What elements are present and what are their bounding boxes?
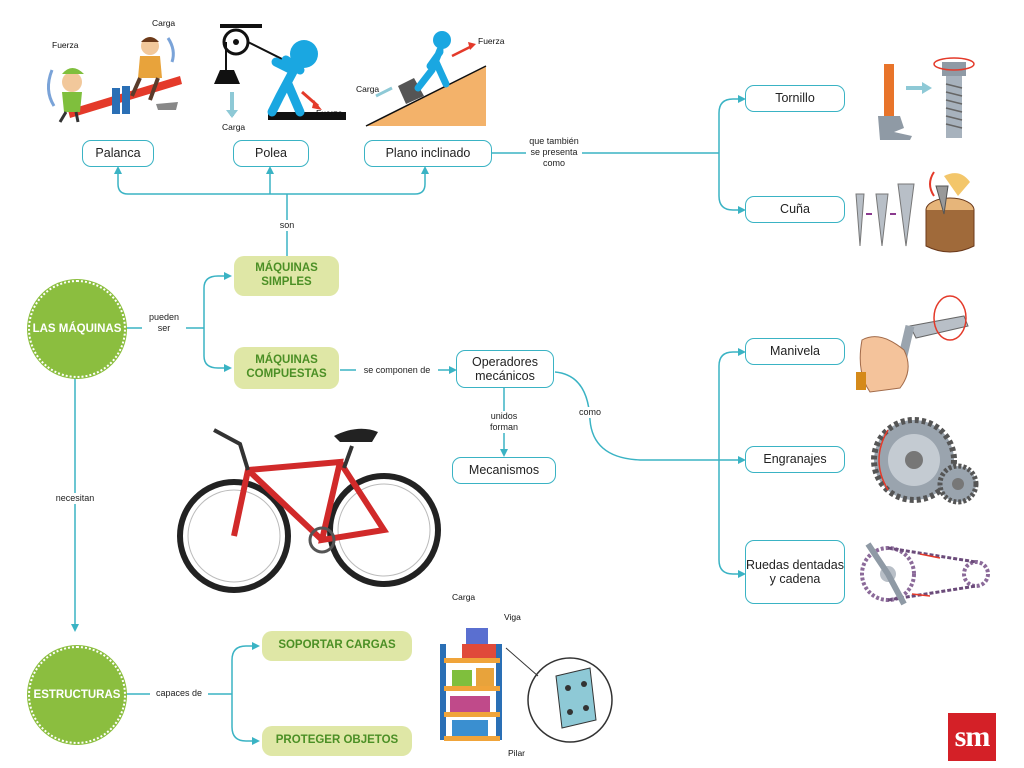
label-carga-shelf: Carga xyxy=(452,592,476,602)
label-carga-pulley: Carga xyxy=(222,122,246,132)
label-fuerza-lever: Fuerza xyxy=(52,40,79,50)
node-mecanismos[interactable]: Mecanismos xyxy=(452,457,556,484)
label-pilar: Pilar xyxy=(508,748,526,758)
node-ruedas-dentadas[interactable]: Ruedas dentadas y cadena xyxy=(745,540,845,604)
link-unidos-forman: unidos forman xyxy=(484,411,524,433)
node-las-maquinas[interactable]: LAS MÁQUINAS xyxy=(28,280,126,378)
node-cuna[interactable]: Cuña xyxy=(745,196,845,223)
node-soportar-cargas[interactable]: SOPORTAR CARGAS xyxy=(262,631,412,661)
link-como: como xyxy=(575,407,605,418)
label-fuerza-plane: Fuerza xyxy=(478,36,505,46)
link-se-componen-de: se componen de xyxy=(356,365,438,376)
node-polea[interactable]: Polea xyxy=(233,140,309,167)
link-que-tambien: que también se presenta como xyxy=(526,136,582,169)
sm-logo: sm xyxy=(948,713,996,761)
link-capaces-de: capaces de xyxy=(150,688,208,699)
node-manivela[interactable]: Manivela xyxy=(745,338,845,365)
label-carga-plane: Carga xyxy=(356,84,380,94)
node-proteger-objetos[interactable]: PROTEGER OBJETOS xyxy=(262,726,412,756)
node-operadores[interactable]: Operadores mecánicos xyxy=(456,350,554,388)
node-palanca[interactable]: Palanca xyxy=(82,140,154,167)
node-estructuras[interactable]: ESTRUCTURAS xyxy=(28,646,126,744)
node-plano-inclinado[interactable]: Plano inclinado xyxy=(364,140,492,167)
node-maquinas-simples[interactable]: MÁQUINAS SIMPLES xyxy=(234,256,339,296)
link-son: son xyxy=(276,220,298,231)
label-viga: Viga xyxy=(504,612,521,622)
label-carga-lever: Carga xyxy=(152,18,176,28)
link-pueden-ser: pueden ser xyxy=(142,312,186,334)
node-maquinas-compuestas[interactable]: MÁQUINAS COMPUESTAS xyxy=(234,347,339,389)
label-fuerza-pulley: Fuerza xyxy=(316,108,343,118)
link-necesitan: necesitan xyxy=(50,493,100,504)
node-engranajes[interactable]: Engranajes xyxy=(745,446,845,473)
node-tornillo[interactable]: Tornillo xyxy=(745,85,845,112)
